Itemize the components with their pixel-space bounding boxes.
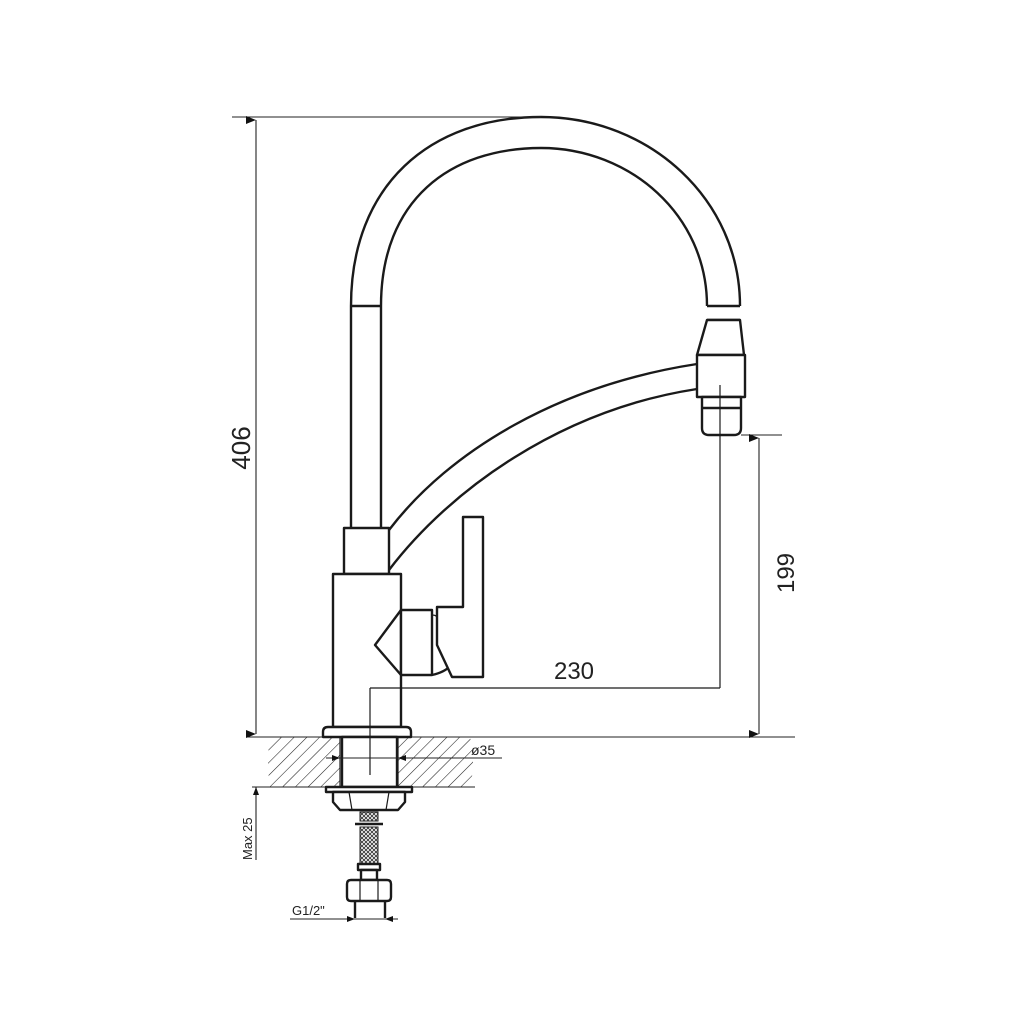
dimension-label-406: 406 <box>226 426 256 469</box>
center-lines <box>369 385 721 775</box>
faucet-body <box>321 526 413 739</box>
dimension-max-thickness: Max 25 <box>240 787 259 860</box>
dimension-spout-reach: 230 <box>554 658 594 685</box>
vertical-tube <box>349 306 383 528</box>
dimension-label-35: ø35 <box>471 742 495 758</box>
flexible-spout <box>349 115 742 322</box>
dimension-label-199: 199 <box>773 553 800 593</box>
dimension-spout-clearance: 199 <box>741 434 800 738</box>
dimension-label-230: 230 <box>554 658 594 685</box>
spout-head <box>695 318 747 437</box>
dimension-label-max25: Max 25 <box>240 817 255 860</box>
swivel-arm <box>388 362 698 571</box>
dimension-total-height: 406 <box>226 116 541 738</box>
lever-handle <box>373 515 485 679</box>
countertop-section <box>246 736 795 788</box>
dimension-thread: G1/2" <box>290 903 398 922</box>
dimension-hole-diameter: ø35 <box>326 742 502 761</box>
supply-hose <box>345 811 393 918</box>
dimension-label-g12: G1/2" <box>292 903 325 918</box>
